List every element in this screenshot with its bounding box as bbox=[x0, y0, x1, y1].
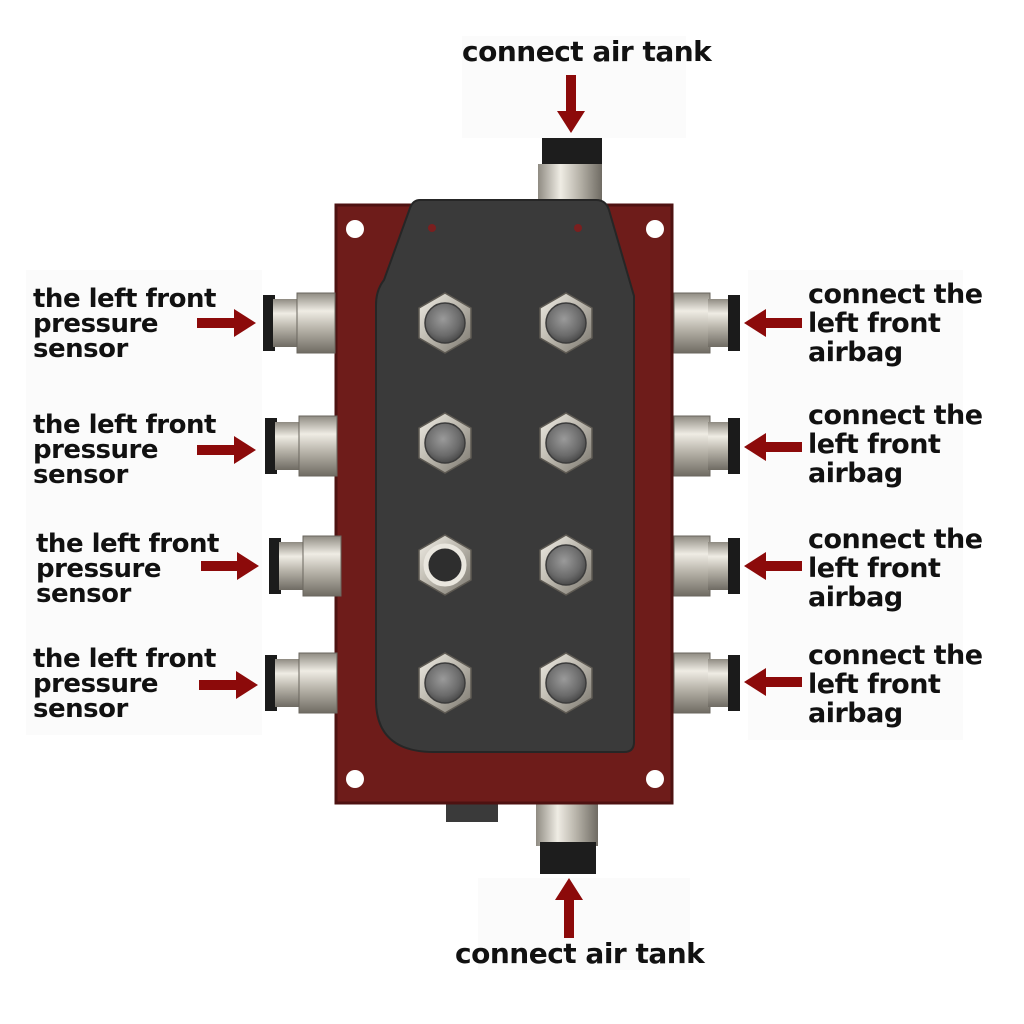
hex-bolt bbox=[418, 534, 472, 596]
mount-hole bbox=[646, 220, 664, 238]
left-push-fitting bbox=[263, 292, 336, 354]
mount-hole bbox=[346, 770, 364, 788]
mount-hole bbox=[646, 770, 664, 788]
arrow-left-icon bbox=[744, 668, 802, 696]
label-backdrop-right bbox=[748, 270, 963, 740]
left-fittings bbox=[263, 292, 342, 714]
left-push-fitting bbox=[269, 535, 342, 597]
arrow-right-icon bbox=[199, 671, 258, 699]
arrow-left-icon bbox=[744, 309, 802, 337]
hex-bolt bbox=[539, 652, 593, 714]
arrow-left-icon bbox=[744, 433, 802, 461]
label-top-air-tank: connect air tank bbox=[462, 35, 712, 68]
label-backdrop-bottom bbox=[478, 878, 690, 970]
arrow-right-icon bbox=[197, 436, 256, 464]
arrow-down-icon bbox=[557, 75, 585, 133]
arrows bbox=[197, 75, 802, 938]
mount-hole bbox=[346, 220, 364, 238]
hex-bolt bbox=[539, 412, 593, 474]
hex-bolt bbox=[539, 292, 593, 354]
arrow-up-icon bbox=[555, 878, 583, 938]
hex-bolt bbox=[418, 412, 472, 474]
label-bottom-air-tank: connect air tank bbox=[455, 937, 705, 970]
hex-bolt bbox=[418, 652, 472, 714]
right-fittings bbox=[673, 292, 740, 714]
left-push-fitting bbox=[265, 652, 338, 714]
hex-bolt bbox=[539, 534, 593, 596]
right-push-fitting bbox=[673, 652, 740, 714]
top-plate bbox=[375, 199, 635, 753]
hex-bolt bbox=[418, 292, 472, 354]
right-push-fitting bbox=[673, 535, 740, 597]
bottom-air-tank-fitting bbox=[446, 800, 598, 874]
left-push-fitting bbox=[265, 415, 338, 477]
arrow-right-icon bbox=[197, 309, 256, 337]
label-backdrop-left bbox=[26, 270, 262, 735]
arrow-right-icon bbox=[201, 552, 259, 580]
right-push-fitting bbox=[673, 415, 740, 477]
bolt-grid bbox=[418, 292, 593, 714]
arrow-left-icon bbox=[744, 552, 802, 580]
right-push-fitting bbox=[673, 292, 740, 354]
